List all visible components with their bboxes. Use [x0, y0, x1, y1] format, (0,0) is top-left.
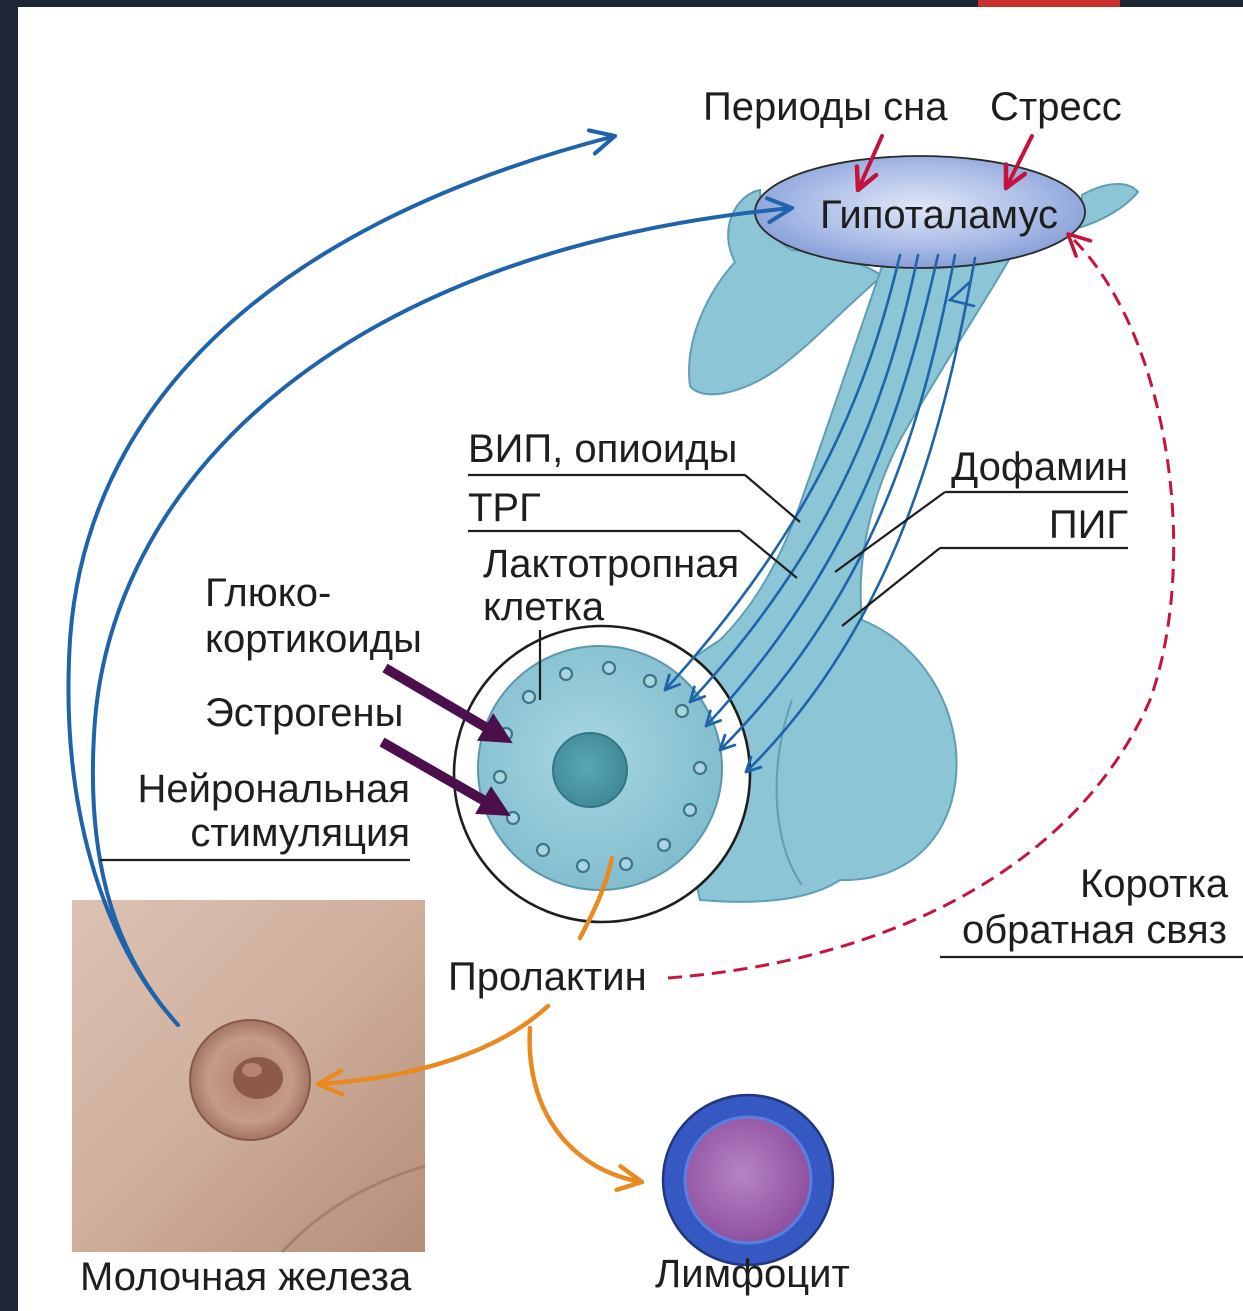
label-glucocorticoids-line2: кортикоиды	[205, 617, 422, 661]
granule	[523, 691, 535, 703]
granule	[577, 860, 589, 872]
label-lymphocyte: Лимфоцит	[655, 1252, 850, 1296]
label-vip-opioids: ВИП, опиоиды	[468, 427, 737, 471]
label-lactotroph-line2: клетка	[483, 585, 605, 629]
granule	[684, 804, 696, 816]
granule	[494, 771, 506, 783]
cell-nucleus	[553, 733, 627, 807]
label-dopamine: Дофамин	[951, 445, 1128, 489]
granule	[537, 844, 549, 856]
slide-frame-left	[0, 0, 18, 1311]
label-neuronal-line1: Нейрональная	[138, 767, 410, 811]
granule	[676, 705, 688, 717]
lymphocyte-cell	[663, 1095, 833, 1265]
granule	[658, 839, 670, 851]
granule	[560, 668, 572, 680]
label-neuronal-line2: стимуляция	[190, 811, 410, 855]
granule	[620, 858, 632, 870]
lymphocyte-nucleus	[685, 1117, 811, 1243]
granule	[694, 762, 706, 774]
vip-leader	[745, 475, 800, 522]
label-lactotroph-line1: Лактотропная	[483, 542, 739, 586]
label-short-feedback-line2: обратная связ	[962, 908, 1227, 952]
hypothalamus-right-tail	[1078, 184, 1138, 228]
label-hypothalamus: Гипоталамус	[820, 193, 1058, 237]
label-trh: ТРГ	[468, 486, 541, 530]
label-prolactin: Пролактин	[448, 955, 647, 999]
nipple-highlight	[242, 1063, 262, 1077]
granule	[603, 662, 615, 674]
granule	[500, 728, 512, 740]
label-pig: ПИГ	[1049, 503, 1128, 547]
label-stress: Стресс	[990, 85, 1122, 129]
nipple	[233, 1057, 283, 1099]
label-sleep-periods: Периоды сна	[703, 85, 948, 129]
label-short-feedback-line1: Коротка	[1080, 862, 1229, 906]
granule	[644, 675, 656, 687]
mammary-gland-image	[72, 900, 425, 1252]
label-mammary-gland: Молочная железа	[80, 1255, 412, 1299]
slide-accent-bar	[978, 0, 1120, 7]
label-glucocorticoids-line1: Глюко-	[205, 571, 331, 615]
granule	[507, 812, 519, 824]
label-estrogens: Эстрогены	[205, 691, 403, 735]
prolactin-to-lymphocyte-arrow	[530, 1028, 642, 1182]
